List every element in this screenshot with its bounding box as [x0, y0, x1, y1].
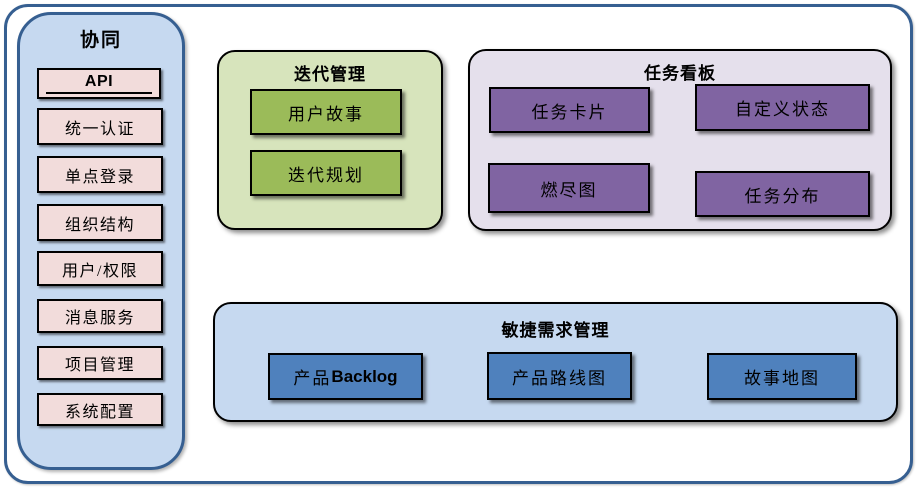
item-label: 自定义状态 [735, 100, 830, 119]
sidebar-item-api: API [37, 68, 161, 99]
item-label: 任务分布 [744, 186, 821, 206]
item-burndown-chart: 燃尽图 [488, 163, 650, 213]
iteration-management-panel: 迭代管理 用户故事 迭代规划 [217, 50, 443, 230]
kanban-panel-title: 任务看板 [644, 64, 716, 83]
item-product-roadmap: 产品路线图 [487, 352, 632, 400]
item-task-card: 任务卡片 [489, 87, 650, 133]
sidebar-item-project-management: 项目管理 [37, 346, 163, 380]
item-label: 任务卡片 [531, 102, 608, 122]
task-kanban-panel: 任务看板 任务卡片 自定义状态 燃尽图 任务分布 [468, 49, 892, 231]
collaboration-panel: 协同 API 统一认证 单点登录 组织结构 用户/权限 消息服务 项目管理 系统… [17, 12, 185, 470]
item-iteration-planning: 迭代规划 [250, 150, 402, 196]
sidebar-item-unified-auth: 统一认证 [37, 108, 163, 145]
item-label: 燃尽图 [540, 180, 598, 200]
item-story-map: 故事地图 [707, 353, 857, 400]
item-label: 迭代规划 [288, 165, 364, 185]
collaboration-panel-title: 协同 [79, 30, 122, 51]
sidebar-item-label: 消息服务 [64, 310, 135, 327]
sidebar-item-label: 统一认证 [64, 120, 135, 138]
sidebar-item-label: 组织结构 [64, 216, 135, 234]
sidebar-item-label: 用户/权限 [62, 262, 138, 280]
sidebar-item-api-label: API [46, 73, 152, 94]
item-label-en: Backlog [331, 366, 398, 386]
item-label: 用户故事 [288, 104, 364, 124]
sidebar-item-message-service: 消息服务 [37, 299, 163, 333]
sidebar-item-org-structure: 组织结构 [37, 204, 163, 241]
item-label: 故事地图 [744, 369, 820, 388]
sidebar-item-user-permission: 用户/权限 [37, 251, 163, 286]
requirements-panel-title: 敏捷需求管理 [501, 321, 610, 340]
item-custom-status: 自定义状态 [695, 84, 870, 131]
item-user-story: 用户故事 [250, 89, 402, 135]
item-label: 产品路线图 [512, 368, 607, 388]
iteration-panel-title: 迭代管理 [294, 65, 366, 84]
sidebar-item-sso: 单点登录 [37, 156, 163, 193]
sidebar-item-system-config: 系统配置 [37, 393, 163, 426]
sidebar-item-label: 单点登录 [64, 168, 135, 186]
item-label-cn: 产品 [293, 369, 332, 388]
sidebar-item-label: 系统配置 [64, 403, 135, 421]
item-task-distribution: 任务分布 [695, 171, 870, 217]
sidebar-item-label: 项目管理 [64, 357, 135, 374]
